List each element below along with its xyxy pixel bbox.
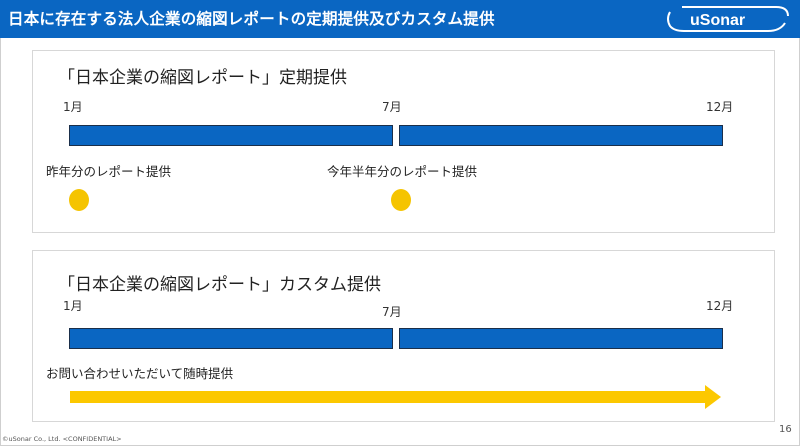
month-end: 12月 [706,299,734,313]
label-on-demand: お問い合わせいただいて随時提供 [46,366,234,381]
month-start: 1月 [63,100,83,114]
timeline-bar-second-half [399,328,723,349]
arrow-head-icon [705,385,721,409]
label-last-year-report: 昨年分のレポート提供 [46,164,172,179]
month-start: 1月 [63,299,83,313]
yellow-dot-marker [391,189,411,211]
panel-title-periodic: 「日本企業の縮図レポート」定期提供 [58,68,347,88]
copyright-footer: ©uSonar Co., Ltd. <CONFIDENTIAL> [2,435,122,443]
on-demand-arrow [70,391,706,403]
yellow-dot-marker [69,189,89,211]
month-mid: 7月 [382,100,402,114]
slide-title: 日本に存在する法人企業の縮図レポートの定期提供及びカスタム提供 [8,10,495,28]
timeline-bar-first-half [69,125,393,146]
usonar-logo: uSonar [667,6,789,32]
label-half-year-report: 今年半年分のレポート提供 [327,164,478,179]
header-bar: 日本に存在する法人企業の縮図レポートの定期提供及びカスタム提供 uSonar [0,0,800,38]
timeline-bar-first-half [69,328,393,349]
month-mid: 7月 [382,305,402,319]
logo-text: uSonar [690,12,745,29]
panel-title-custom: 「日本企業の縮図レポート」カスタム提供 [58,275,381,295]
page-number: 16 [779,424,792,435]
timeline-bar-second-half [399,125,723,146]
month-end: 12月 [706,100,734,114]
